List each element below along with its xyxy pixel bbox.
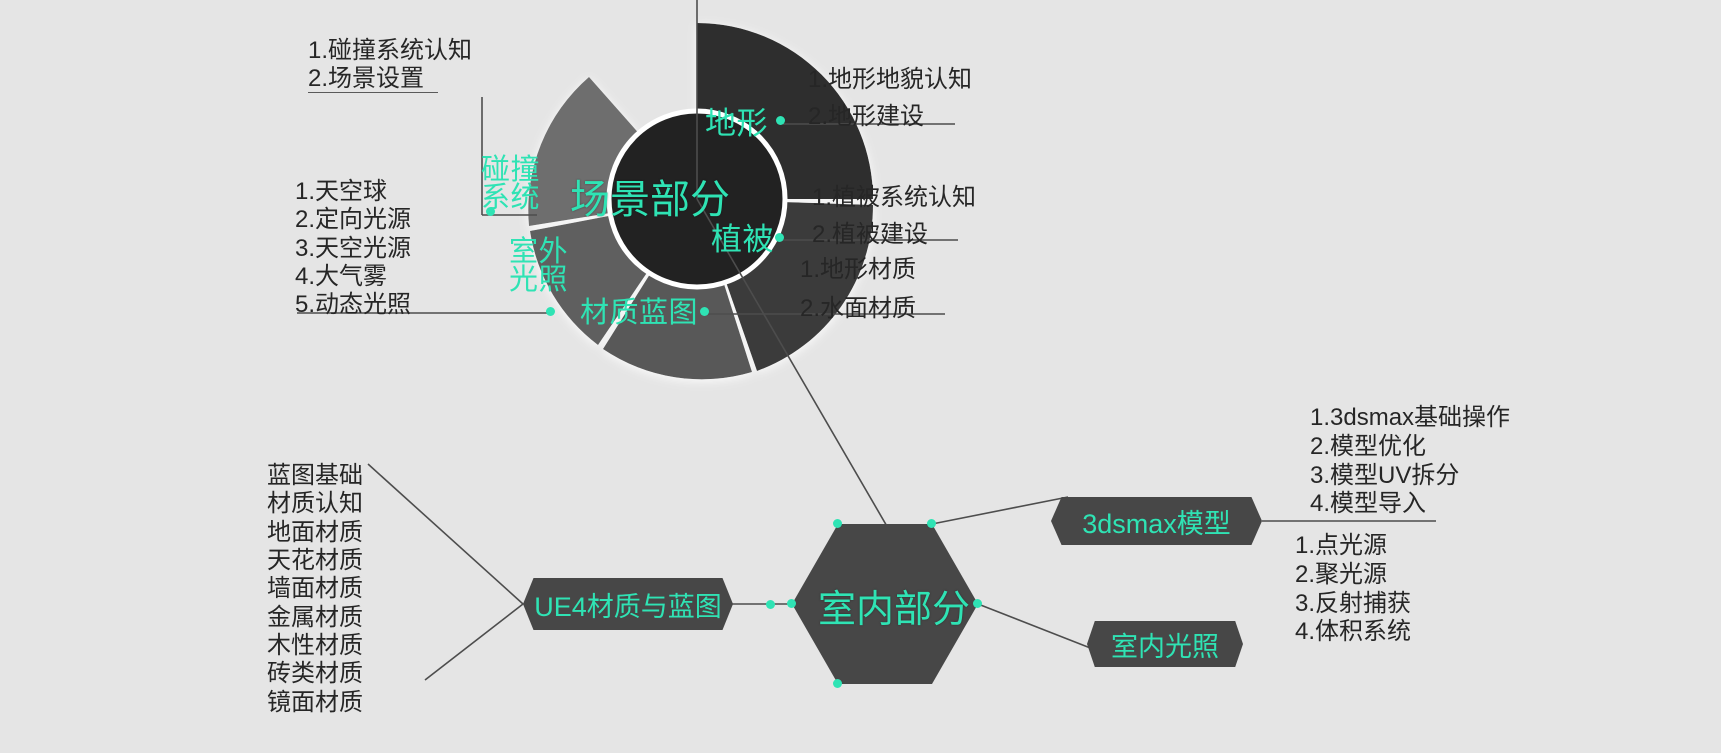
wire-ue4-bottom — [424, 603, 524, 681]
list-ue4-material: 蓝图基础 材质认知 地面材质 天花材质 墙面材质 金属材质 木性材质 砖类材质 … — [267, 462, 363, 717]
list-item: 3.反射捕获 — [1295, 589, 1412, 617]
list-item: 5.动态光照 — [295, 291, 412, 319]
indoor-vertex-dot-r — [973, 599, 982, 608]
node-3dsmax-model[interactable]: 3dsmax模型 — [1051, 497, 1262, 545]
segment-dot-vegetation — [775, 233, 784, 242]
list-item: 4.模型导入 — [1310, 490, 1427, 518]
segment-material[interactable] — [603, 199, 752, 380]
list-item: 材质认知 — [267, 490, 363, 518]
list-item: 1.3dsmax基础操作 — [1310, 404, 1511, 431]
indoor-center-label: 室内部分 — [818, 589, 971, 631]
underline-collision — [308, 92, 438, 93]
node-dot-ue4 — [766, 600, 775, 609]
segment-label-collision-line1: 碰撞 — [481, 154, 541, 186]
list-item: 2.场景设置 — [308, 65, 425, 93]
list-item: 1.地形材质 — [800, 256, 917, 283]
list-indoor-light: 1.点光源 2.聚光源 3.反射捕获 4.体积系统 — [1295, 532, 1411, 647]
list-item: 3.天空光源 — [295, 234, 412, 262]
list-item: 2.聚光源 — [1295, 560, 1388, 588]
list-item: 2.地形建设 — [808, 103, 925, 131]
list-terrain: 1.地形地貌认知 2.地形建设 — [808, 61, 972, 135]
list-item: 4.体积系统 — [1295, 618, 1412, 646]
node-3dsmax-model-label: 3dsmax模型 — [1082, 508, 1231, 539]
list-max-model: 1.3dsmax基础操作 2.模型优化 3.模型UV拆分 4.模型导入 — [1310, 404, 1510, 519]
list-collision: 1.碰撞系统认知 2.场景设置 — [308, 37, 472, 94]
indoor-vertex-dot-b — [833, 679, 842, 688]
list-item: 2.水面材质 — [800, 294, 917, 322]
list-material-blueprint: 1.地形材质 2.水面材质 — [800, 251, 916, 329]
segment-label-material: 材质蓝图 — [580, 297, 699, 329]
segment-dot-collision — [486, 207, 495, 216]
list-item: 3.模型UV拆分 — [1310, 461, 1460, 489]
wire-indoor-max — [931, 496, 1069, 525]
indoor-vertex-dot-tr — [927, 519, 936, 528]
list-item: 1.地形地貌认知 — [808, 66, 973, 93]
list-item: 4.大气雾 — [295, 262, 388, 290]
indoor-vertex-dot-tl — [833, 519, 842, 528]
list-item: 1.植被系统认知 — [812, 184, 977, 211]
list-item: 木性材质 — [267, 631, 363, 659]
node-indoor-light-label: 室内光照 — [1111, 631, 1219, 662]
wire-ue4-top — [367, 463, 524, 605]
list-item: 镜面材质 — [267, 688, 363, 716]
node-ue4-material-label: UE4材质与蓝图 — [534, 591, 722, 622]
segment-label-vegetation: 植被 — [711, 222, 774, 257]
list-item: 2.模型优化 — [1310, 432, 1427, 460]
wire-indoor-light — [977, 603, 1099, 652]
list-item: 墙面材质 — [267, 575, 363, 603]
segment-label-outdoor-line2: 光照 — [509, 264, 569, 296]
segment-dot-material — [700, 307, 709, 316]
segment-dot-outdoor — [546, 307, 555, 316]
list-vegetation: 1.植被系统认知 2.植被建设 — [812, 179, 976, 253]
indoor-vertex-dot-l — [787, 599, 796, 608]
list-item: 1.天空球 — [295, 178, 388, 205]
list-item: 蓝图基础 — [267, 462, 363, 489]
list-item: 1.碰撞系统认知 — [308, 37, 473, 64]
list-item: 金属材质 — [267, 603, 363, 631]
list-item: 砖类材质 — [267, 660, 363, 688]
list-outdoor-light: 1.天空球 2.定向光源 3.天空光源 4.大气雾 5.动态光照 — [295, 178, 411, 320]
segment-label-terrain: 地形 — [705, 106, 768, 141]
node-indoor-light[interactable]: 室内光照 — [1087, 621, 1243, 667]
list-item: 地面材质 — [267, 518, 363, 546]
list-item: 2.定向光源 — [295, 206, 412, 234]
segment-label-outdoor-line1: 室外 — [509, 236, 569, 268]
node-ue4-material[interactable]: UE4材质与蓝图 — [523, 578, 733, 630]
list-item: 天花材质 — [267, 546, 363, 574]
segment-dot-terrain — [776, 116, 785, 125]
list-item: 1.点光源 — [1295, 532, 1388, 559]
scene-center-label: 场景部分 — [570, 178, 730, 222]
list-item: 2.植被建设 — [812, 221, 929, 249]
indoor-hexagon[interactable] — [792, 524, 978, 684]
wire-scene-to-indoor — [696, 198, 918, 579]
